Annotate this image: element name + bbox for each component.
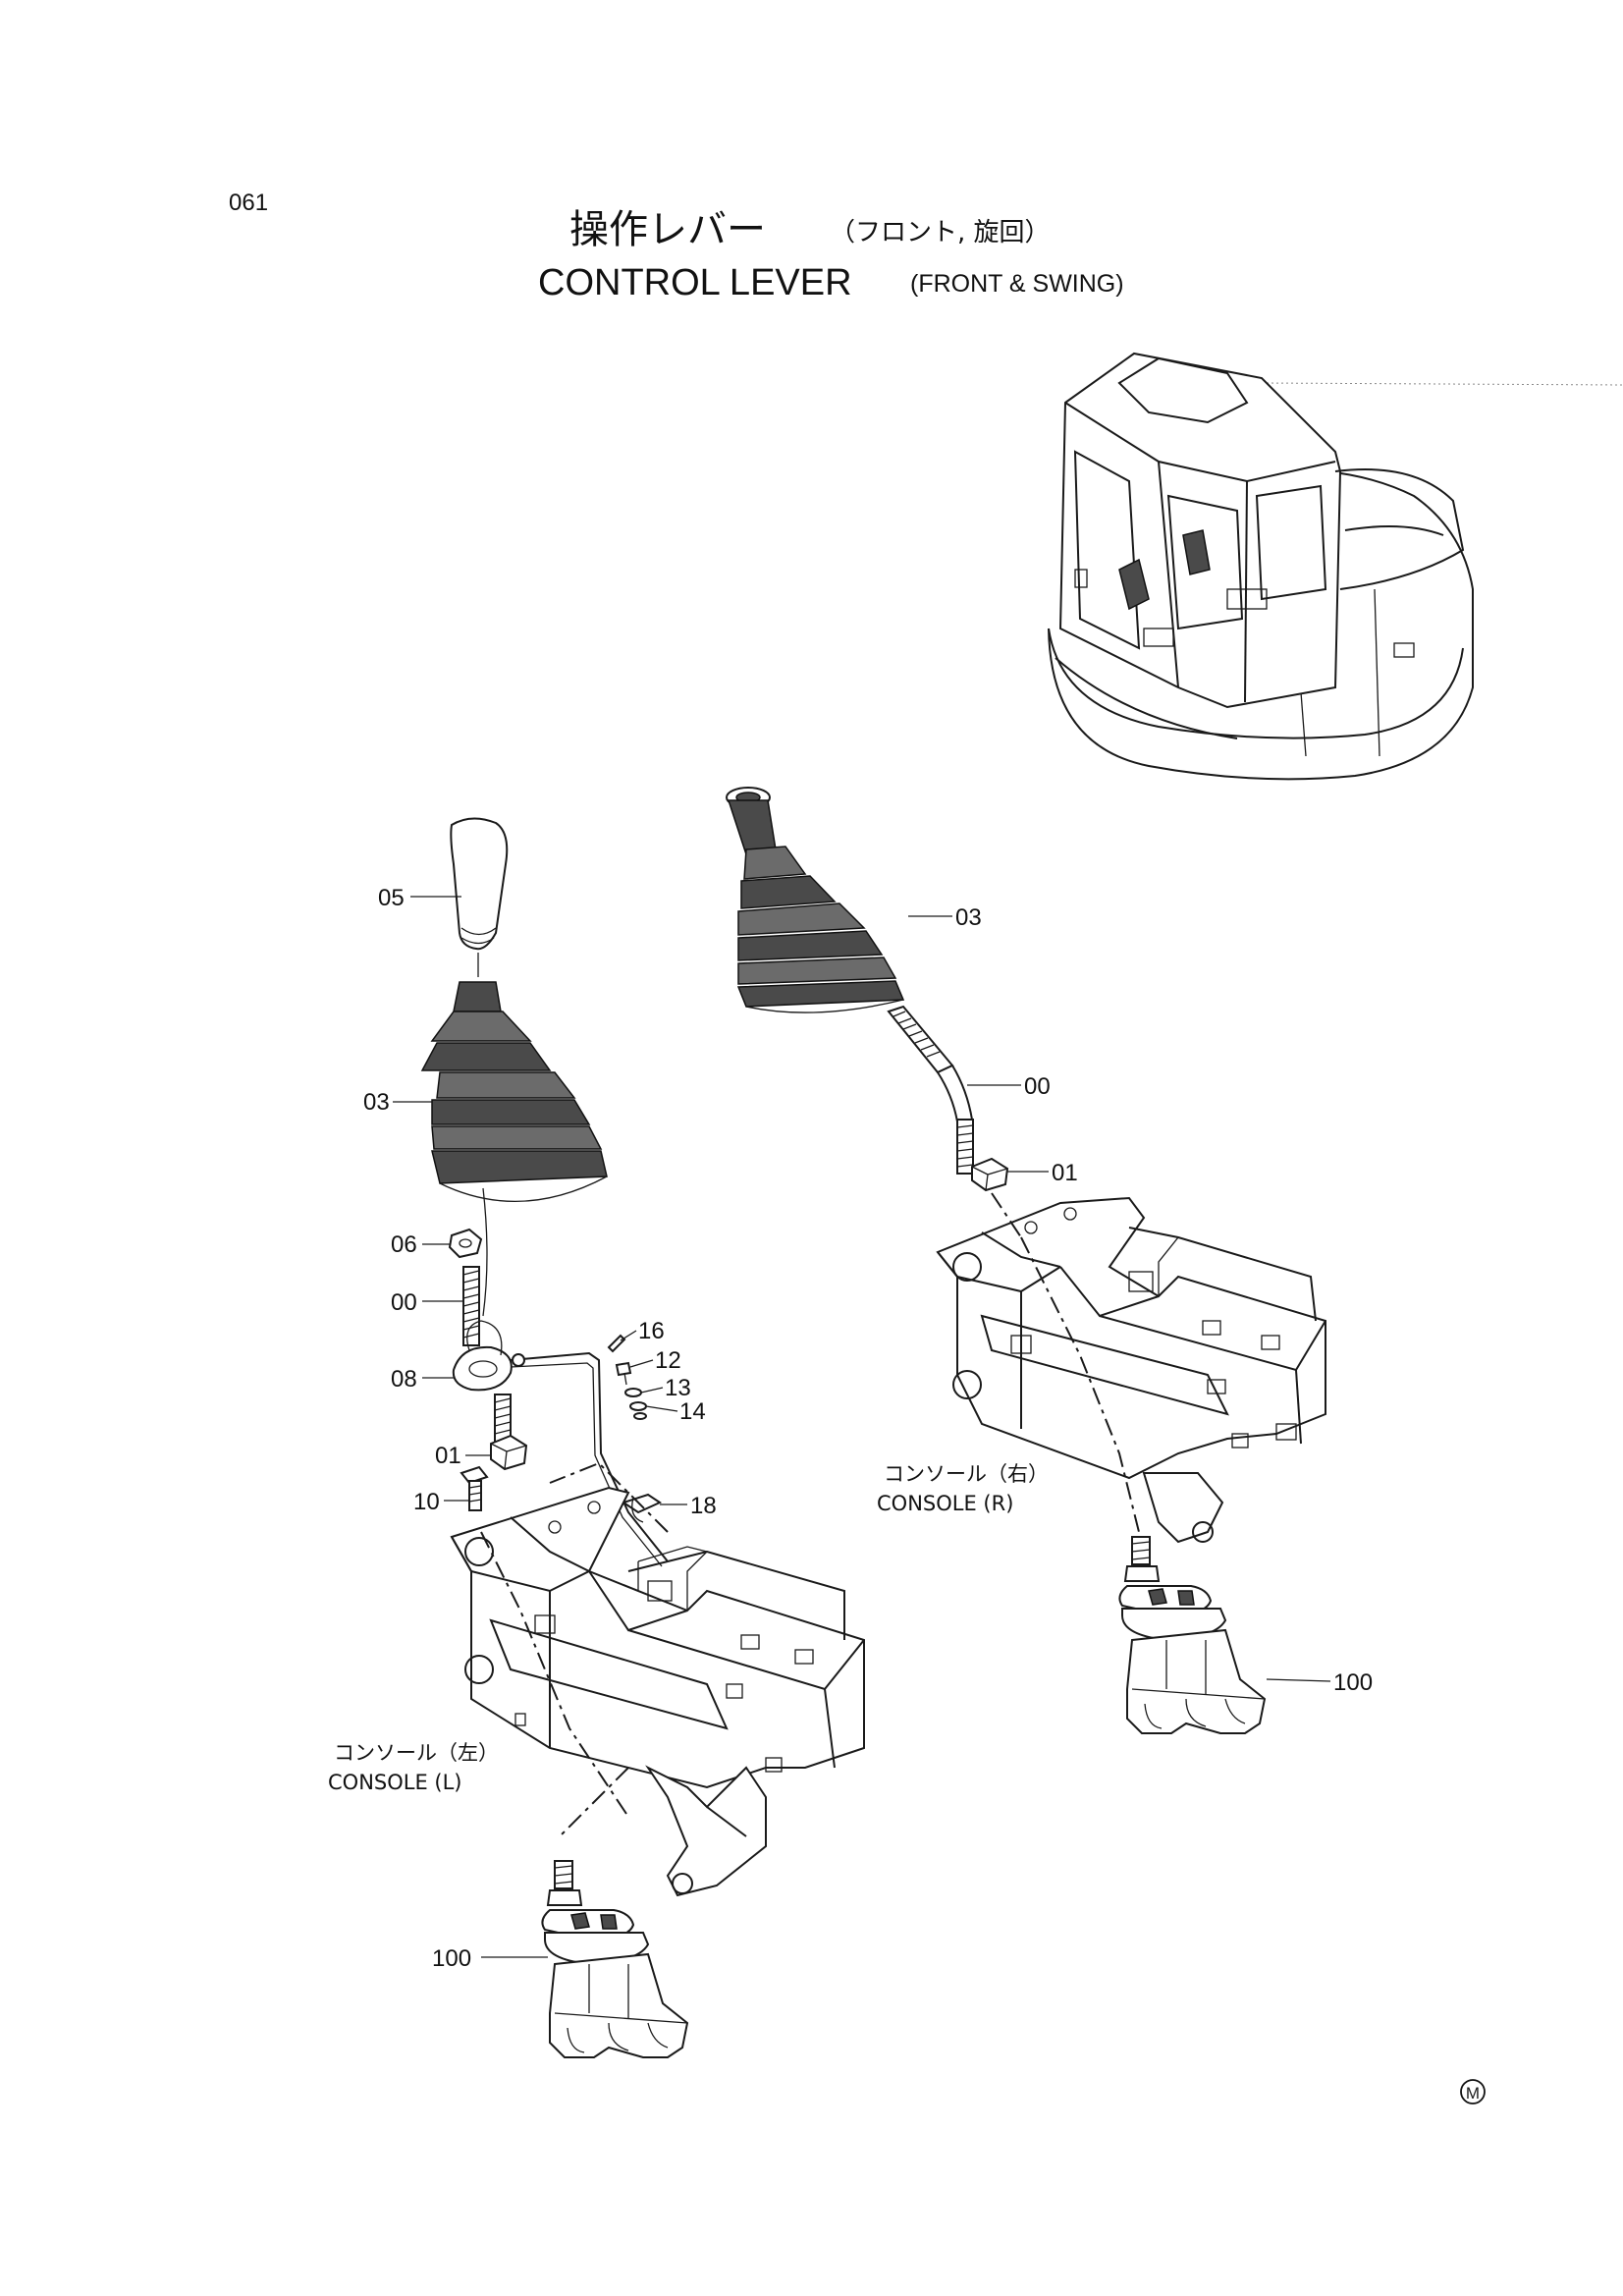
callout-01-right: 01: [1052, 1160, 1078, 1186]
rubber-boot-left: [420, 981, 608, 1202]
callout-100-left: 100: [432, 1945, 471, 1972]
lever-rod-00-right: [887, 1005, 974, 1175]
clamp-08-left: [452, 1345, 513, 1392]
callout-01-left: 01: [435, 1443, 461, 1469]
title-english-sub: (FRONT & SWING): [910, 270, 1124, 298]
callout-08: 08: [391, 1366, 417, 1393]
leader-lines: [393, 896, 1331, 1958]
rubber-boot-right: [726, 787, 905, 1013]
circled-m-mark: M: [1460, 2079, 1486, 2105]
grip-knob-left: [450, 817, 509, 951]
callout-03-right: 03: [955, 904, 982, 931]
nut-01-left: [490, 1434, 528, 1471]
callout-18: 18: [690, 1493, 717, 1519]
console-left-body: [450, 1486, 865, 1897]
console-left-label-en: CONSOLE (L): [328, 1771, 462, 1794]
lever-rod-00-left: [462, 1266, 512, 1454]
excavator-overview-illustration: [1048, 352, 1623, 781]
pilot-valve-100-left: [541, 1860, 689, 2058]
callout-13: 13: [665, 1375, 691, 1401]
callout-16: 16: [638, 1318, 665, 1344]
console-left-label-jp: コンソール（左）: [334, 1741, 499, 1765]
callout-10: 10: [413, 1489, 440, 1515]
pilot-valve-100-right: [1118, 1536, 1267, 1734]
bolt-10: [460, 1465, 489, 1511]
callout-labels-right: 03 00 01 100: [955, 904, 1373, 1696]
pin-16: [607, 1334, 626, 1353]
callout-00-left: 00: [391, 1289, 417, 1316]
page-number: 061: [229, 190, 268, 216]
console-right-label-en: CONSOLE (R): [877, 1492, 1013, 1515]
callout-labels-left: 05 03 06 00 08 16 12 13 14 01 10 18 100: [363, 885, 717, 1972]
nut-06-left: [448, 1228, 483, 1259]
callout-05: 05: [378, 885, 405, 911]
left-lever-assembly: [420, 817, 865, 2058]
callout-00-right: 00: [1024, 1073, 1051, 1100]
console-right-label-jp: コンソール（右）: [884, 1462, 1049, 1486]
mark-letter: M: [1466, 2084, 1480, 2103]
callout-14: 14: [679, 1398, 706, 1425]
callout-100-right: 100: [1333, 1669, 1373, 1696]
clip-18: [621, 1493, 663, 1514]
title-japanese: 操作レバー: [569, 207, 766, 252]
washer-13: [624, 1388, 642, 1397]
callout-03-left: 03: [363, 1089, 390, 1116]
callout-06: 06: [391, 1231, 417, 1258]
console-right-body: [936, 1196, 1326, 1544]
title-japanese-sub: （フロント, 旋回）: [830, 218, 1051, 247]
bolt-12: [615, 1361, 632, 1377]
callout-12: 12: [655, 1347, 681, 1374]
right-lever-assembly: [726, 787, 1326, 1734]
washer-14: [629, 1401, 647, 1411]
title-english: CONTROL LEVER: [538, 262, 852, 303]
